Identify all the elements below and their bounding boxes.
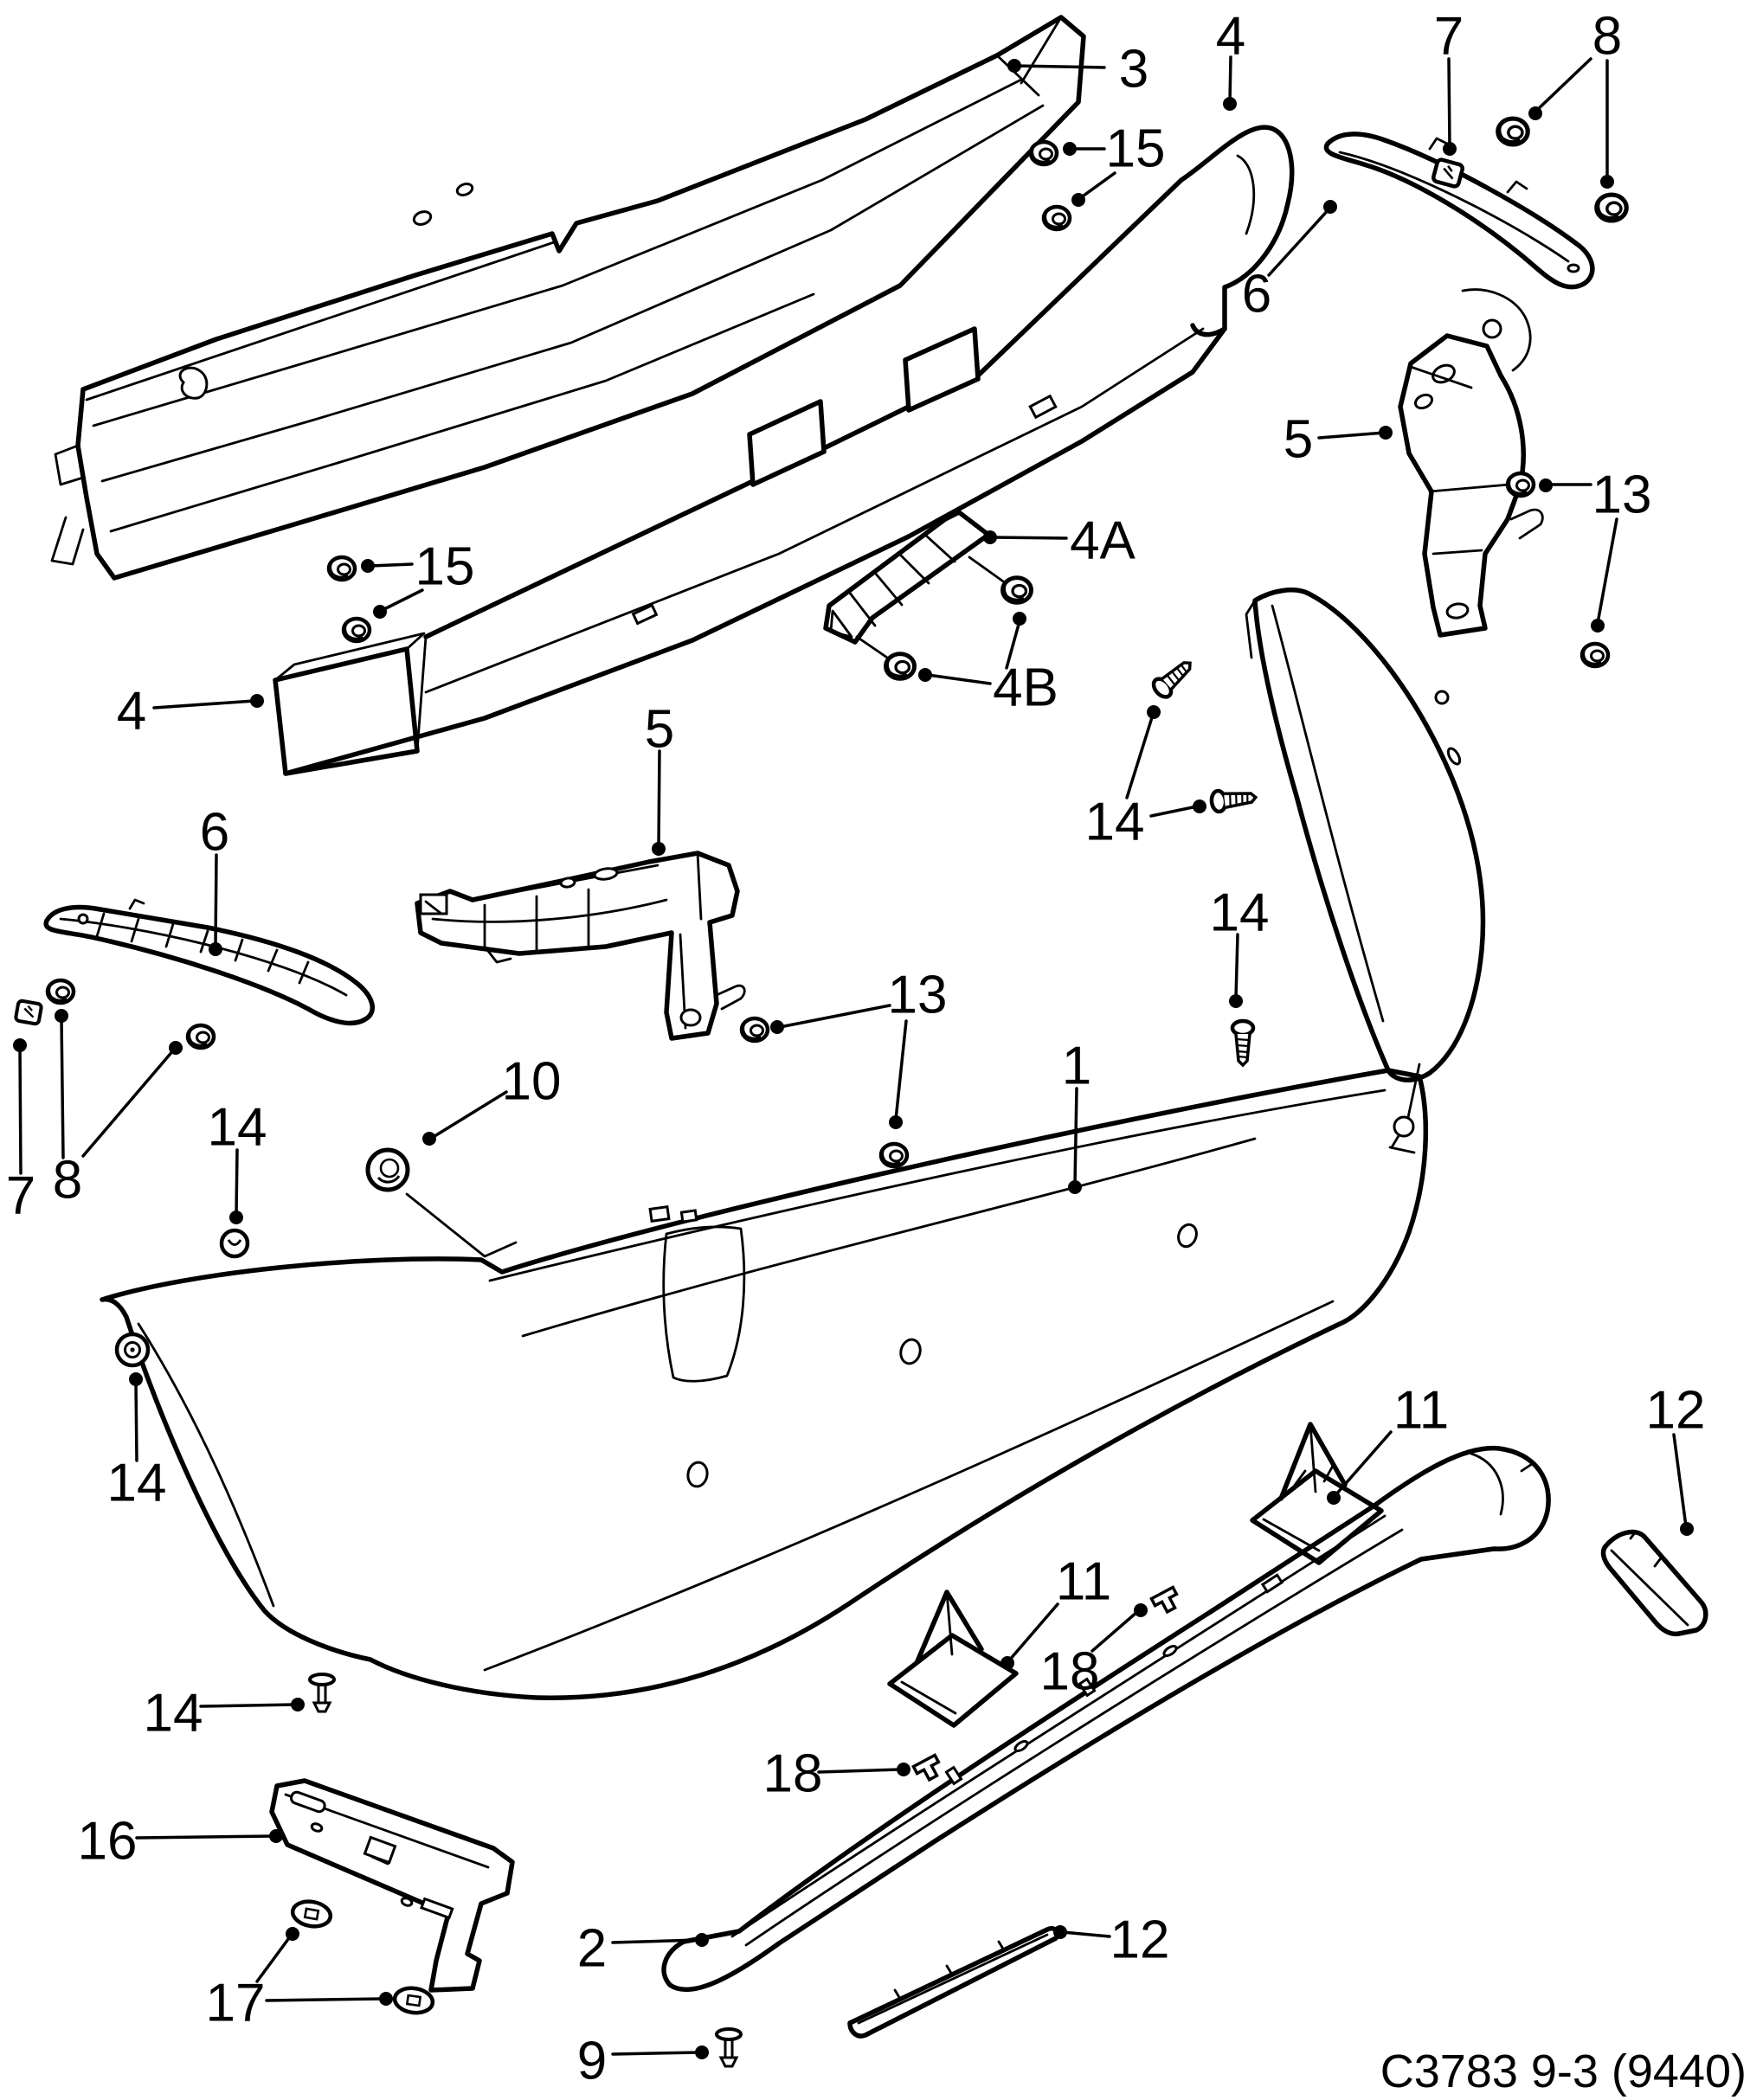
oval-clip-icon	[291, 1898, 332, 1929]
callout-4a: 4A	[1070, 511, 1136, 571]
nut-icon	[881, 1144, 907, 1166]
screw-icon	[1211, 787, 1257, 812]
callout-14-bottom-left: 14	[144, 1684, 203, 1744]
callout-labels: 3 4 7 8 15 6 5 13 4A 4B 15 4 5 14 14 6 1…	[6, 7, 1706, 2091]
part-side-bracket-right	[1398, 288, 1544, 638]
callout-10: 10	[502, 1052, 562, 1112]
callout-4b: 4B	[993, 658, 1058, 718]
part-side-rail-left	[43, 898, 375, 1026]
part-shim-bracket	[823, 510, 1007, 661]
screw-icon	[1150, 655, 1197, 700]
part-guide-wedge-right	[1250, 1422, 1384, 1565]
part-side-rail-right	[1323, 132, 1595, 290]
part-impact-beam	[50, 15, 1086, 581]
part-side-bracket-center	[415, 851, 746, 1041]
oval-clip-icon	[393, 1986, 434, 2015]
screw-icon	[1232, 1021, 1253, 1065]
callout-6-left: 6	[200, 803, 229, 863]
drawing-number-caption: C3783 9-3 (9440)	[1380, 2045, 1747, 2097]
callout-9: 9	[577, 2032, 607, 2091]
callout-11-lower: 11	[1056, 1552, 1111, 1612]
clip-icon	[1432, 159, 1464, 188]
callout-6-right: 6	[1242, 265, 1271, 324]
nut-icon	[1597, 195, 1627, 221]
callout-15-left: 15	[415, 537, 475, 597]
nut-icon	[329, 557, 355, 580]
callout-14-center-left: 14	[1085, 793, 1145, 852]
nut-icon	[344, 619, 370, 641]
part-bumper-cover	[100, 1068, 1428, 1700]
callout-14-left-upper: 14	[208, 1098, 267, 1158]
round-plug-icon	[368, 1150, 408, 1190]
nut-icon	[1498, 119, 1528, 144]
callout-8-top: 8	[1592, 7, 1622, 67]
t-clip-icon	[911, 1753, 946, 1785]
callout-15-top: 15	[1106, 119, 1166, 179]
part-guide-wedge-left	[887, 1589, 1019, 1728]
nut-icon	[1508, 473, 1534, 496]
nut-icon	[48, 980, 74, 1003]
callout-13-right: 13	[1592, 466, 1652, 525]
callout-17: 17	[206, 1974, 266, 2033]
callout-14-center-right: 14	[1210, 883, 1270, 943]
part-energy-absorber	[273, 125, 1295, 776]
nut-icon	[742, 1018, 768, 1041]
nut-icon	[1582, 644, 1608, 666]
callout-12-right: 12	[1646, 1381, 1706, 1441]
part-reflector-bottom	[847, 1926, 1059, 2039]
callout-18-right: 18	[1040, 1642, 1100, 1702]
leader-lines	[13, 55, 1694, 2059]
callout-4-left: 4	[117, 682, 146, 742]
nut-icon	[886, 654, 915, 679]
nut-icon	[1003, 578, 1032, 603]
callout-4-top: 4	[1216, 7, 1245, 67]
nut-icon	[1031, 142, 1057, 164]
callout-5-center: 5	[645, 700, 674, 760]
callout-16: 16	[78, 1812, 138, 1872]
callout-14-left-mid: 14	[107, 1454, 167, 1513]
callout-12-bottom: 12	[1110, 1911, 1170, 1970]
callout-5-right: 5	[1284, 410, 1313, 470]
washer-icon	[117, 1334, 148, 1365]
callout-2: 2	[577, 1919, 607, 1979]
callout-13-center: 13	[888, 966, 948, 1025]
part-reflector-right	[1600, 1529, 1708, 1637]
part-lower-bracket-plate	[269, 1778, 515, 1993]
push-pin-icon	[715, 2027, 743, 2068]
callout-11-right: 11	[1393, 1381, 1449, 1441]
callout-8-left: 8	[53, 1151, 82, 1211]
callout-1: 1	[1062, 1037, 1091, 1096]
part-lower-skirt	[661, 1445, 1551, 1993]
grommet-nut-icon	[222, 1230, 248, 1256]
t-clip-icon	[1149, 1585, 1184, 1617]
nut-icon	[1044, 207, 1070, 229]
push-pin-icon	[308, 1673, 336, 1713]
callout-3: 3	[1119, 40, 1148, 100]
clip-icon	[16, 1000, 42, 1024]
part-bumper-corner-right	[1245, 588, 1486, 1154]
nut-icon	[188, 1025, 214, 1048]
callout-18-left: 18	[763, 1744, 823, 1804]
callout-7-left: 7	[6, 1166, 35, 1226]
callout-7-top: 7	[1434, 7, 1464, 67]
